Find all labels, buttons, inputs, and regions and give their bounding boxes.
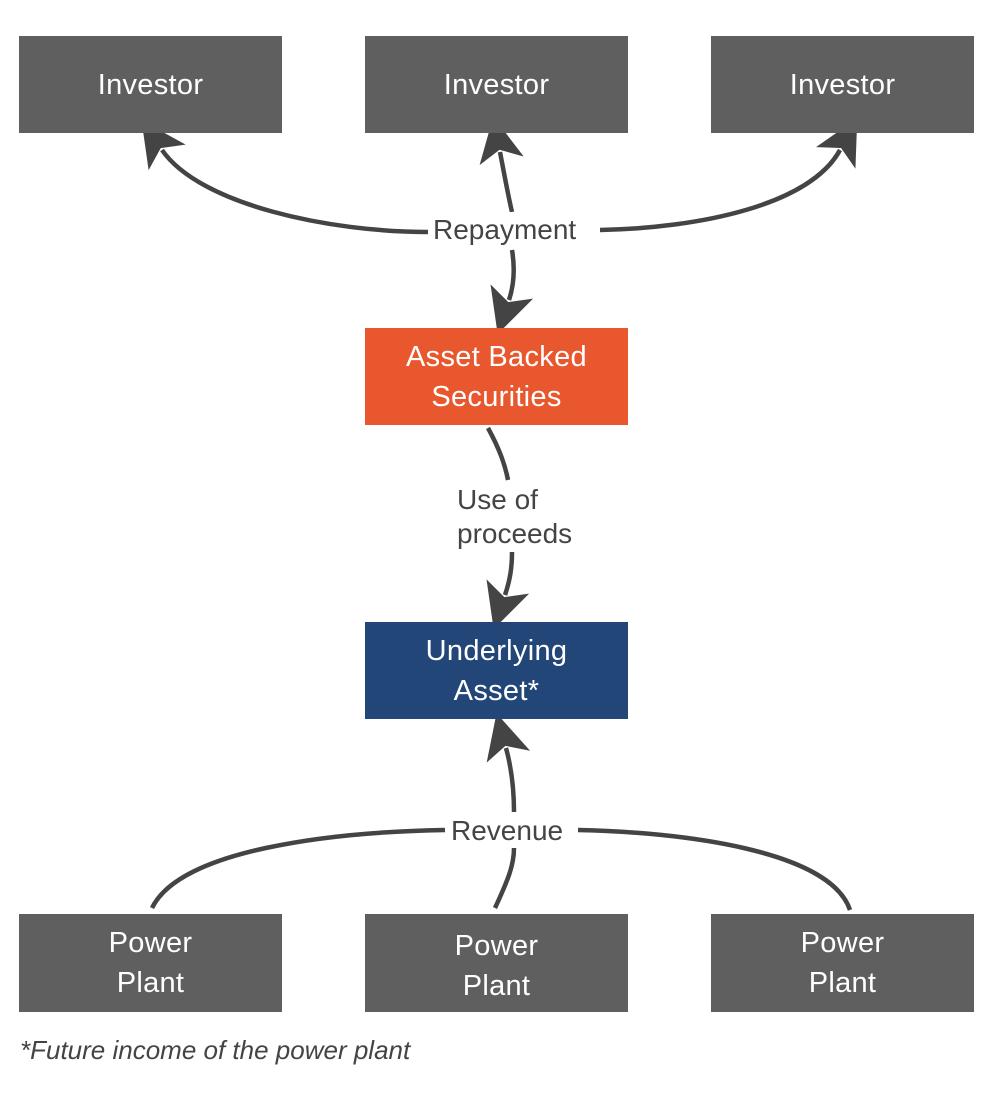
investor-box-3: Investor (711, 36, 974, 133)
investor-box-1: Investor (19, 36, 282, 133)
asset-backed-securities-box: Asset Backed Securities (365, 328, 628, 425)
arrow-repayment-right (599, 118, 858, 233)
power-plant-box-1: Power Plant (19, 914, 282, 1012)
connector-abs-to-proceeds (486, 426, 511, 481)
connector-revenue-left (149, 827, 446, 910)
power-plant-1-line-2: Plant (116, 967, 185, 999)
footnote: *Future income of the power plant (20, 1035, 411, 1065)
underlying-asset-line-2: Asset* (453, 674, 540, 707)
power-plant-2-line-1: Power (454, 930, 539, 962)
underlying-asset-box: Underlying Asset* (365, 622, 628, 719)
use-of-proceeds-line-2: proceeds (457, 518, 573, 549)
investor-label-1: Investor (97, 68, 204, 101)
use-of-proceeds-line-1: Use of (457, 484, 538, 515)
power-plant-box-2: Power Plant (365, 914, 628, 1012)
investor-label-2: Investor (443, 68, 550, 101)
investor-label-3: Investor (789, 68, 896, 101)
power-plant-3-line-2: Plant (808, 967, 877, 999)
arrow-repayment-up (479, 116, 524, 213)
arrow-revenue-to-asset (486, 713, 531, 813)
power-plant-1-line-1: Power (108, 927, 193, 959)
power-plant-3-line-1: Power (800, 927, 885, 959)
revenue-label: Revenue (447, 813, 568, 848)
abs-line-2: Securities (431, 380, 562, 413)
investor-box-2: Investor (365, 36, 628, 133)
underlying-asset-line-1: Underlying (425, 634, 568, 667)
arrow-repayment-down (490, 249, 534, 335)
connector-revenue-right (577, 827, 853, 911)
abs-line-1: Asset Backed (406, 340, 587, 373)
repayment-label: Repayment (429, 212, 581, 247)
arrow-repayment-left (141, 120, 429, 235)
connector-revenue-middle (492, 847, 517, 909)
arrow-proceeds-to-asset (486, 551, 530, 630)
power-plant-2-line-2: Plant (462, 970, 531, 1002)
use-of-proceeds-label: Use of proceeds (453, 483, 577, 551)
power-plant-box-3: Power Plant (711, 914, 974, 1012)
